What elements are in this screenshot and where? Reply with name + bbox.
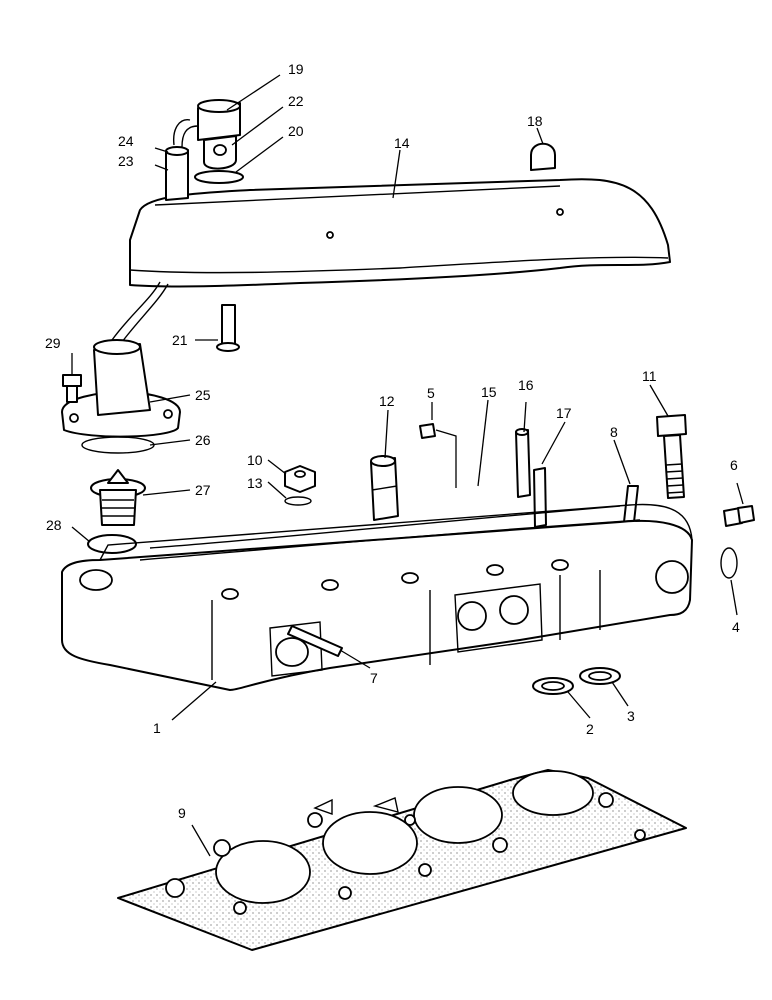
bypass-hose xyxy=(111,281,169,343)
nut-and-washer xyxy=(284,465,316,506)
banjo-screw xyxy=(723,505,755,527)
thermostat xyxy=(90,469,146,526)
extension-nut xyxy=(370,455,399,521)
sealing-washer xyxy=(720,547,738,579)
label-24: 24 xyxy=(118,133,134,149)
cover-stud xyxy=(216,304,240,352)
cylinder-head xyxy=(61,503,693,691)
label-16: 16 xyxy=(518,377,534,393)
label-23: 23 xyxy=(118,153,134,169)
label-7: 7 xyxy=(370,670,378,686)
label-18: 18 xyxy=(527,113,543,129)
label-29: 29 xyxy=(45,335,61,351)
label-25: 25 xyxy=(195,387,211,403)
label-19: 19 xyxy=(288,61,304,77)
label-11: 11 xyxy=(642,368,657,384)
thermostat-gasket xyxy=(81,436,155,454)
dowel xyxy=(419,423,436,439)
leader-lines xyxy=(71,74,744,857)
label-28: 28 xyxy=(46,517,62,533)
label-13: 13 xyxy=(247,475,263,491)
label-5: 5 xyxy=(427,385,435,401)
label-4: 4 xyxy=(732,619,740,635)
rocker-cover xyxy=(129,178,671,288)
head-gasket xyxy=(117,769,687,951)
label-20: 20 xyxy=(288,123,304,139)
label-2: 2 xyxy=(586,721,594,737)
pipe-stub xyxy=(165,146,189,201)
label-22: 22 xyxy=(288,93,304,109)
label-8: 8 xyxy=(610,424,618,440)
thermostat-housing xyxy=(61,339,181,438)
label-21: 21 xyxy=(172,332,188,348)
label-1: 1 xyxy=(153,720,161,736)
label-14: 14 xyxy=(394,135,410,151)
label-15: 15 xyxy=(481,384,497,400)
label-17: 17 xyxy=(556,405,572,421)
label-10: 10 xyxy=(247,452,263,468)
housing-bolt xyxy=(62,374,82,403)
label-3: 3 xyxy=(627,708,635,724)
breather-valve xyxy=(173,99,244,184)
sealing-washers xyxy=(532,667,621,695)
label-26: 26 xyxy=(195,432,211,448)
callout-labels: 19 22 20 24 23 14 18 21 29 25 26 27 28 1… xyxy=(45,61,740,821)
manifold-stud xyxy=(287,625,343,657)
label-12: 12 xyxy=(379,393,395,409)
label-6: 6 xyxy=(730,457,738,473)
long-bolt xyxy=(656,414,687,499)
cap-nut xyxy=(530,142,556,171)
label-9: 9 xyxy=(178,805,186,821)
label-27: 27 xyxy=(195,482,211,498)
